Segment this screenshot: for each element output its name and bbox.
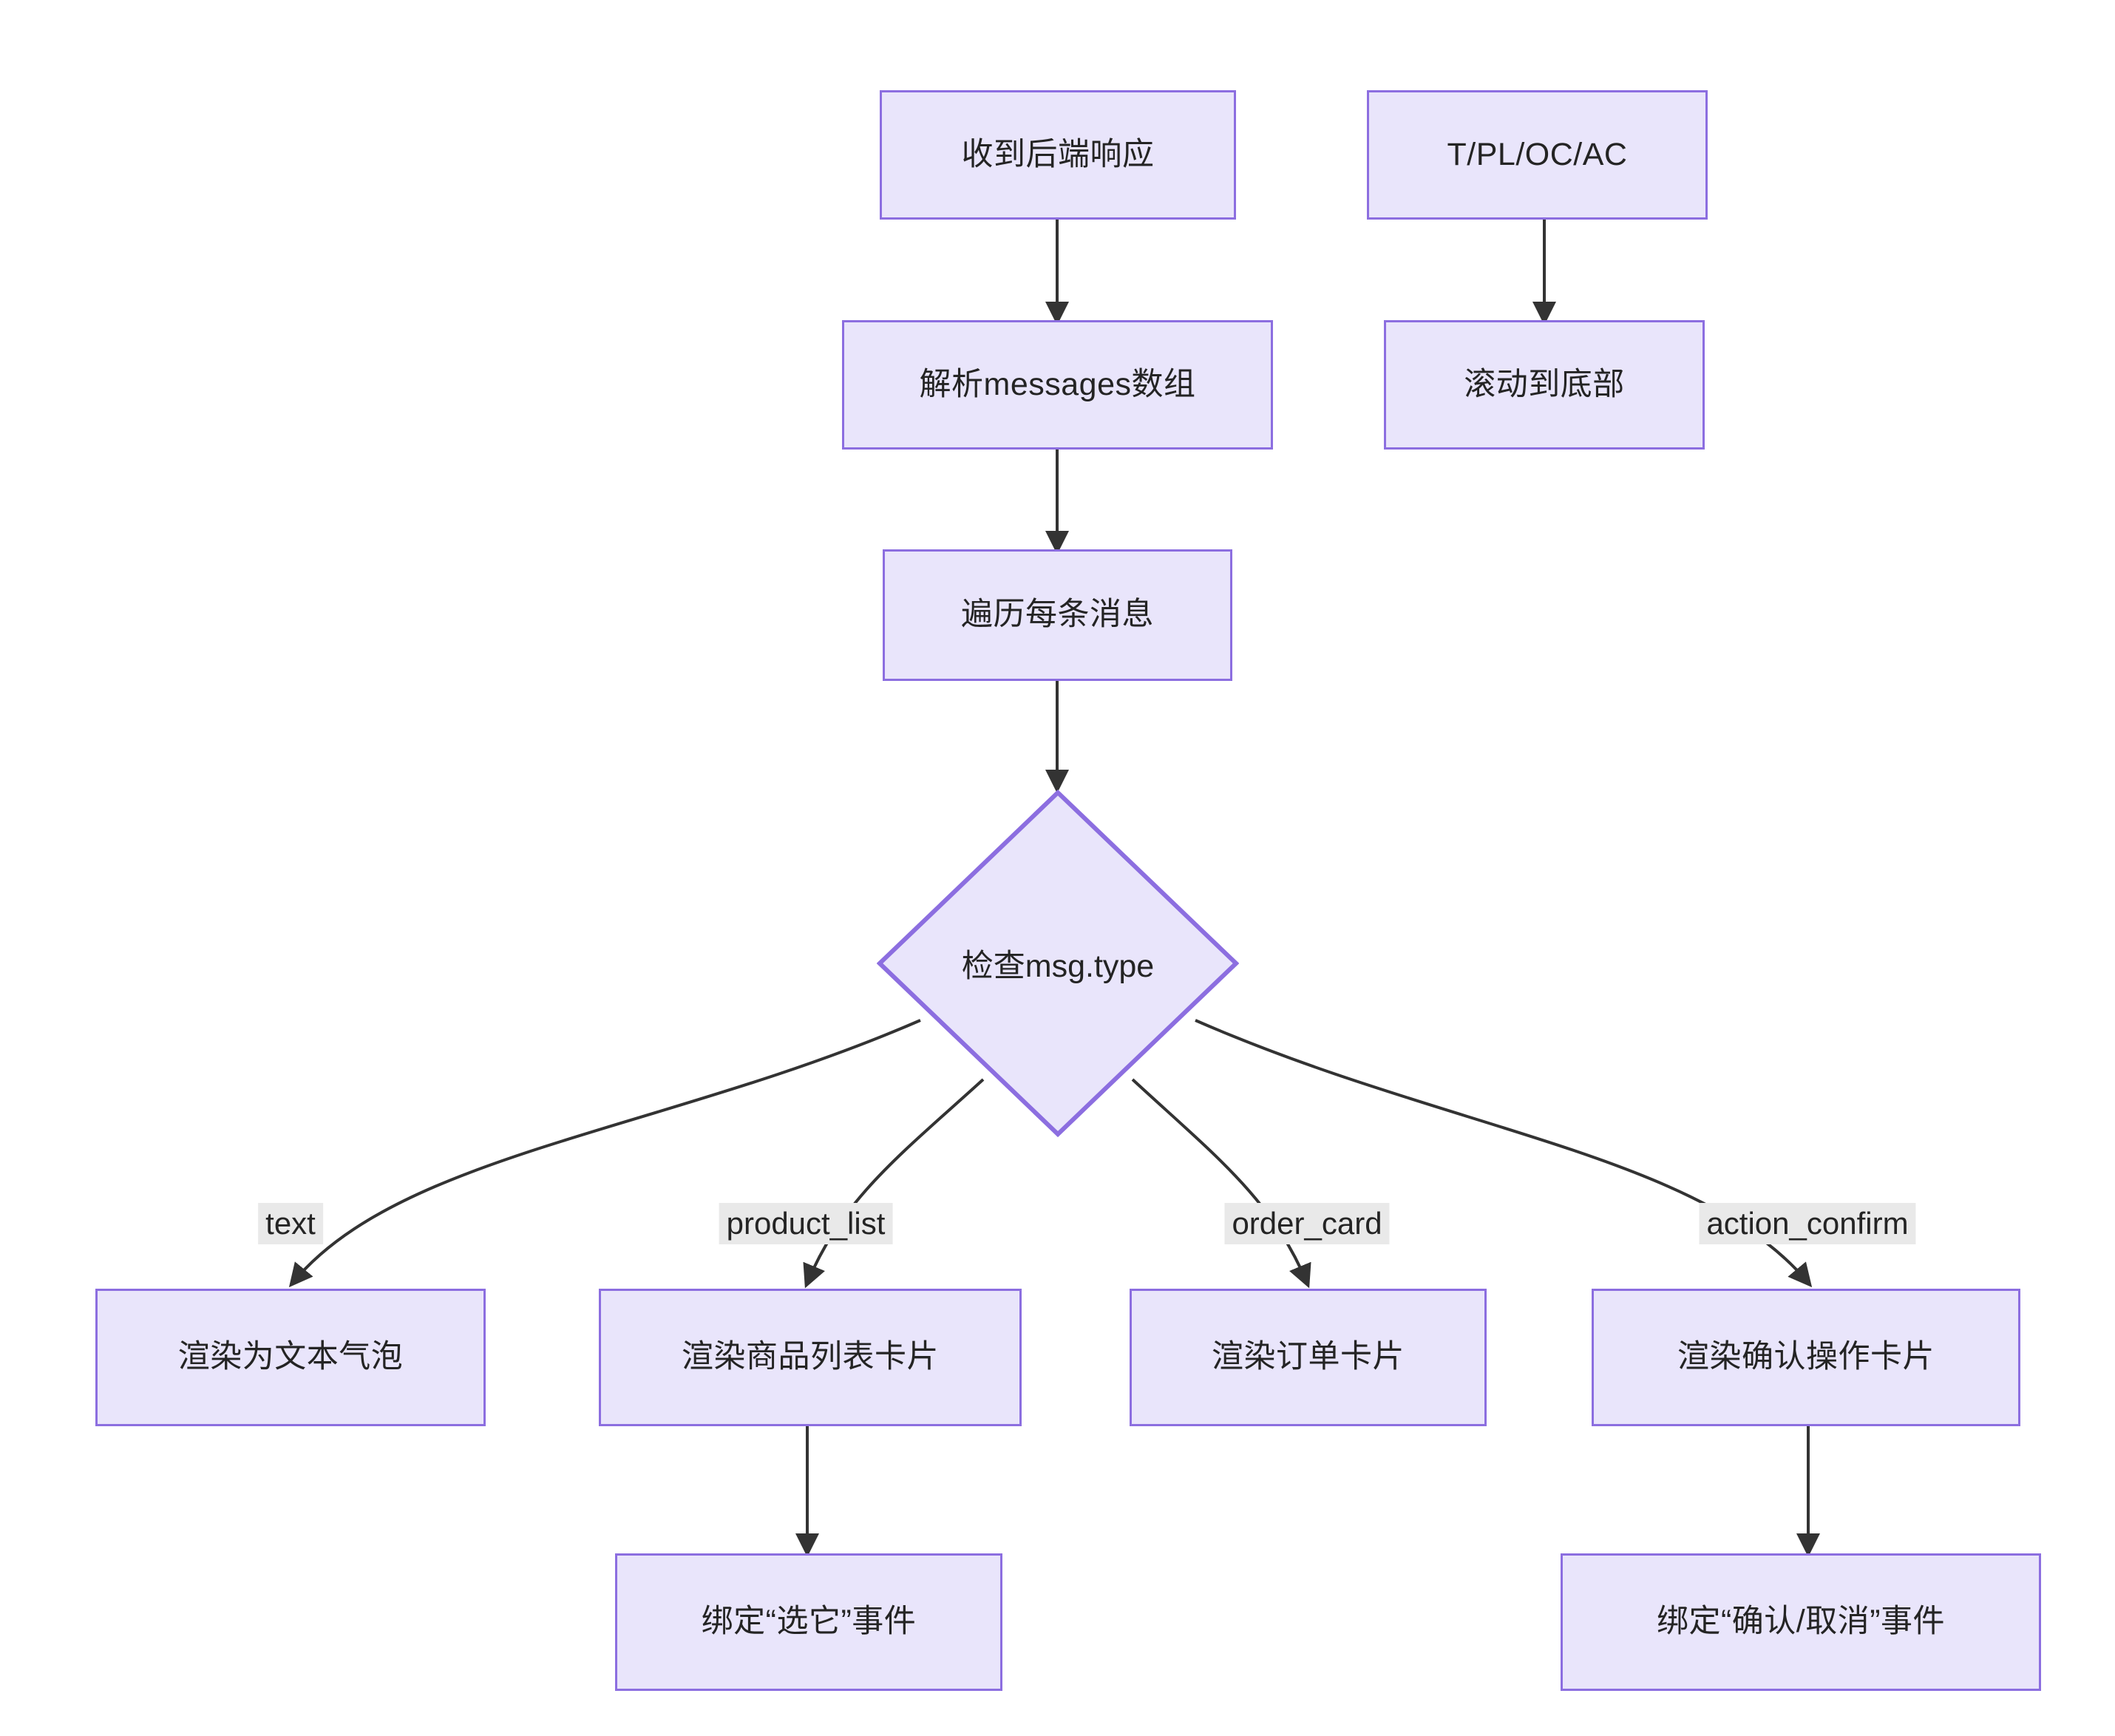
node-label: 滚动到底部: [1464, 366, 1625, 402]
node-t-pl-oc-ac[interactable]: T/PL/OC/AC: [1367, 90, 1708, 220]
node-label: 解析messages数组: [919, 366, 1196, 402]
diamond-shape: [877, 790, 1239, 1137]
node-receive-backend-response[interactable]: 收到后端响应: [880, 90, 1236, 220]
edge-label-product-list: product_list: [719, 1203, 893, 1244]
node-label: 渲染确认操作卡片: [1677, 1339, 1935, 1375]
node-label: T/PL/OC/AC: [1447, 136, 1628, 172]
node-render-order-card[interactable]: 渲染订单卡片: [1130, 1289, 1487, 1426]
node-label: 绑定“选它”事件: [701, 1604, 917, 1640]
node-label: 遍历每条消息: [961, 597, 1154, 633]
node-label: 检查msg.type: [961, 949, 1155, 984]
node-bind-select-event[interactable]: 绑定“选它”事件: [615, 1553, 1002, 1691]
edge-label-text: text: [258, 1203, 323, 1244]
node-label: 渲染为文本气泡: [177, 1339, 404, 1375]
edge-label-order-card: order_card: [1224, 1203, 1390, 1244]
node-label: 收到后端响应: [961, 136, 1155, 172]
node-label: 渲染商品列表卡片: [682, 1339, 939, 1375]
node-bind-confirm-cancel-event[interactable]: 绑定“确认/取消”事件: [1561, 1553, 2041, 1691]
node-render-text-bubble[interactable]: 渲染为文本气泡: [95, 1289, 486, 1426]
node-render-product-list-card[interactable]: 渲染商品列表卡片: [599, 1289, 1022, 1426]
node-label: 渲染订单卡片: [1212, 1339, 1405, 1375]
node-label: 绑定“确认/取消”事件: [1656, 1604, 1946, 1640]
node-scroll-to-bottom[interactable]: 滚动到底部: [1384, 320, 1705, 450]
node-parse-messages-array[interactable]: 解析messages数组: [842, 320, 1273, 450]
node-check-msg-type[interactable]: 检查msg.type: [877, 790, 1239, 1137]
node-render-action-confirm-card[interactable]: 渲染确认操作卡片: [1592, 1289, 2020, 1426]
node-iterate-each-message[interactable]: 遍历每条消息: [883, 549, 1232, 681]
edge-label-action-confirm: action_confirm: [1699, 1203, 1916, 1244]
